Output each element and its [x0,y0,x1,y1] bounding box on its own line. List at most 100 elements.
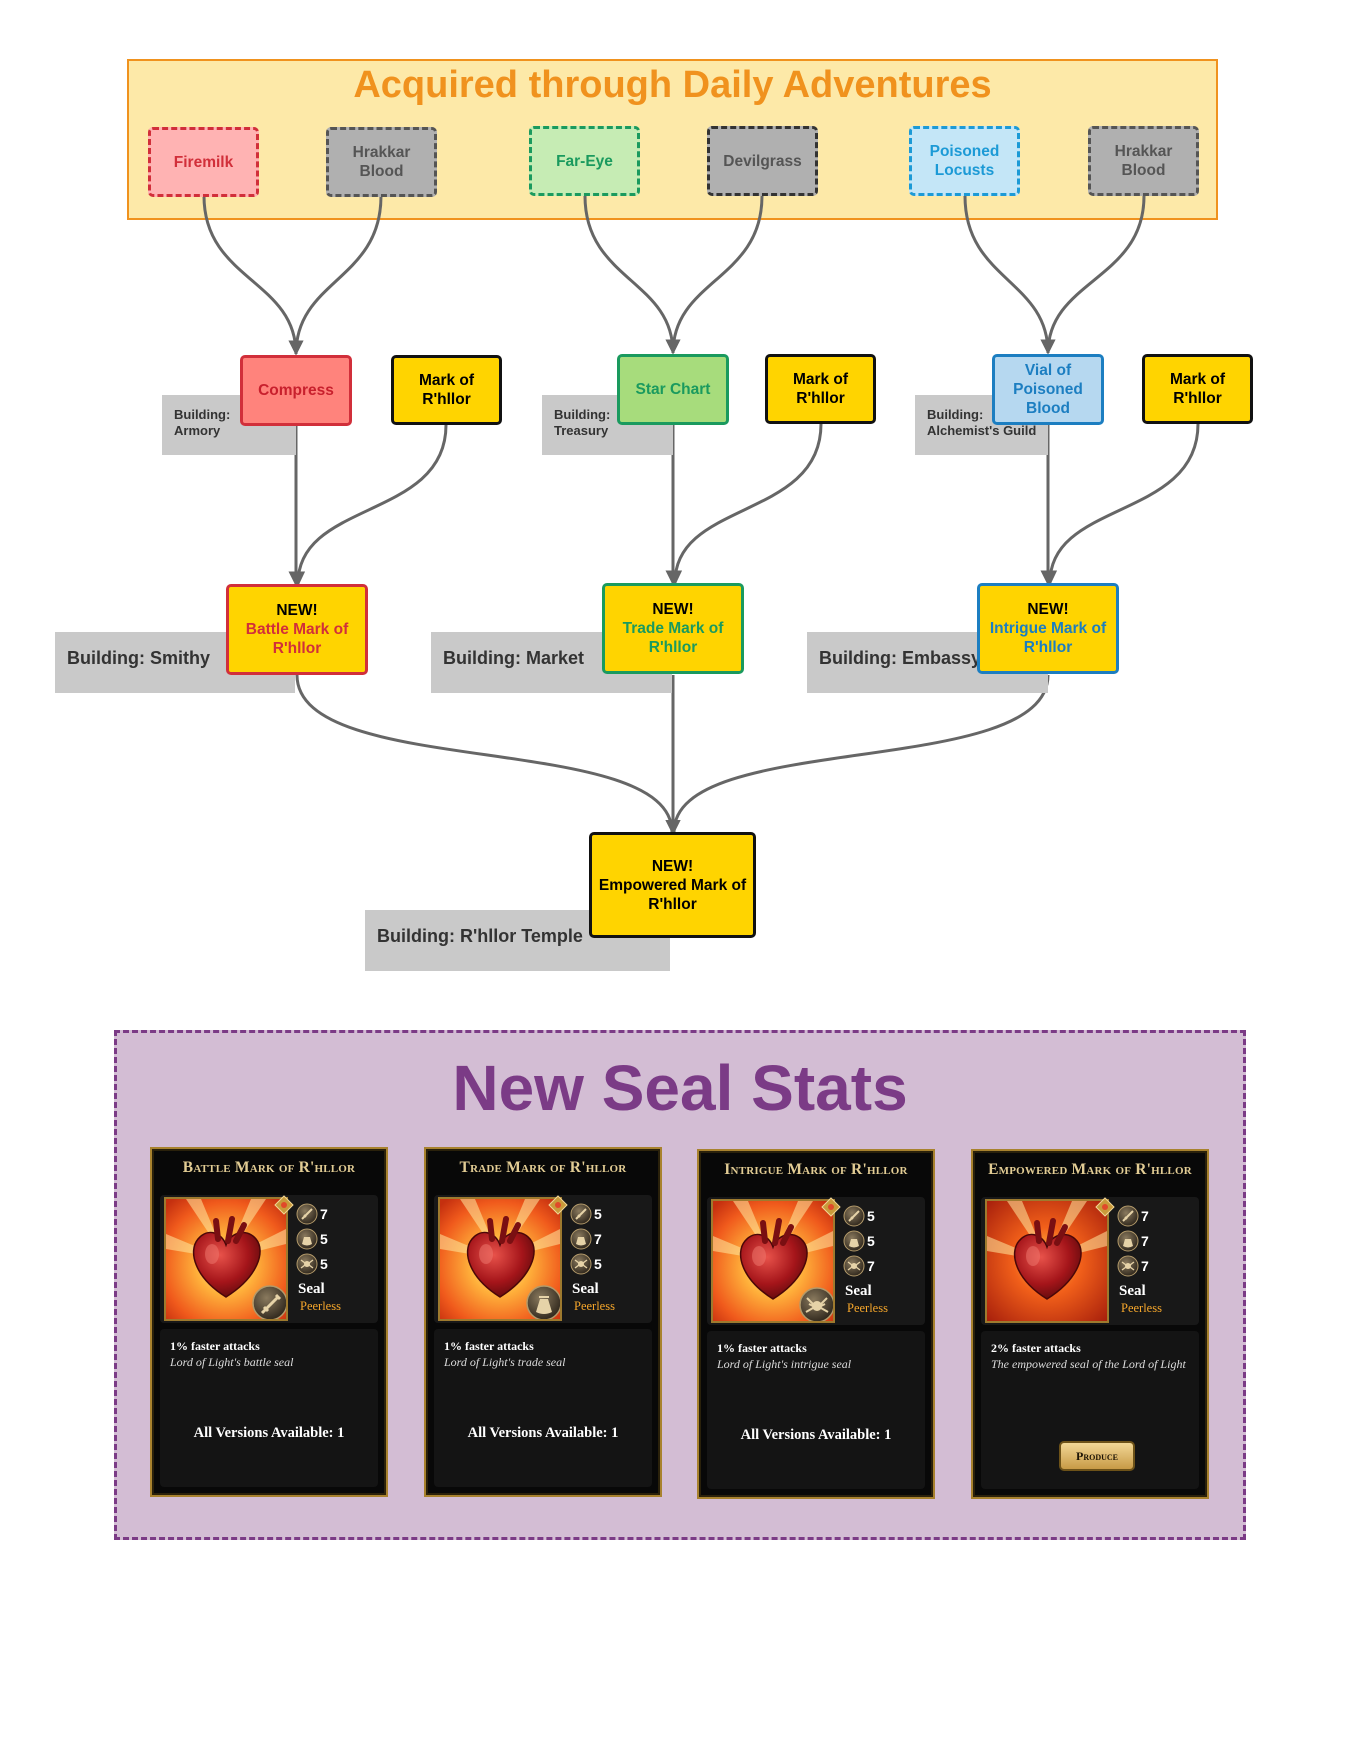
empowered-mark-label: Empowered Mark of R'hllor [598,876,747,913]
stat-value: 7 [1141,1257,1149,1274]
stat-row: 7 [1117,1203,1149,1228]
adventures-banner: Acquired through Daily Adventures [127,59,1218,220]
node-mark-of-rhllor-3: Mark of R'hllor [1142,354,1253,424]
sword-stat-icon [843,1205,865,1226]
stat-value: 7 [1141,1207,1149,1224]
flavor-text: Lord of Light's battle seal [170,1355,294,1369]
arrow-mark2-trade [667,423,823,586]
sword-stat-icon [570,1203,592,1224]
node-vial-of-poisoned-blood: Vial of Poisoned Blood [992,354,1104,425]
card-title: Trade Mark of R'hllor [459,1159,627,1176]
sword-stat-icon [296,1203,318,1224]
card-description-panel: 1% faster attacks Lord of Light's trade … [434,1329,652,1487]
panel-title: New Seal Stats [452,1052,908,1124]
source-poisoned-locusts: Poisoned Locusts [909,126,1020,196]
item-rarity: Peerless [847,1301,888,1315]
item-type: Seal [845,1283,872,1299]
stat-row: 5 [570,1251,602,1276]
stat-row: 7 [843,1253,875,1278]
banner-title: Acquired through Daily Adventures [353,64,992,106]
arrow-locusts-vial [963,195,1056,355]
node-mark-of-rhllor-2: Mark of R'hllor [765,354,876,424]
gem-corner-icon [1095,1197,1115,1217]
card-title: Intrigue Mark of R'hllor [724,1161,908,1178]
stat-row: 5 [843,1203,875,1228]
effect-text: 1% faster attacks [444,1339,534,1353]
node-intrigue-mark: NEW! Intrigue Mark of R'hllor [977,583,1119,674]
arrow-firemilk-compress [202,195,304,356]
spider-stat-icon [296,1253,318,1274]
heart-seal-art [711,1199,835,1323]
new-tag: NEW! [1027,601,1069,618]
stat-value: 5 [867,1207,875,1224]
stat-value: 7 [867,1257,875,1274]
arrow-intrigue-empowered [667,674,1050,834]
card-title: Battle Mark of R'hllor [182,1159,356,1176]
item-type: Seal [572,1281,599,1297]
new-tag: NEW! [651,857,694,875]
stat-value: 5 [320,1255,328,1272]
arrow-hrakkar2-vial [1040,195,1146,355]
arrow-mark3-intrigue [1042,423,1200,586]
node-battle-mark: NEW! Battle Mark of R'hllor [226,584,368,675]
arrow-mark1-battle [290,424,448,587]
new-tag: NEW! [276,602,318,619]
stat-row: 5 [570,1201,602,1226]
flavor-text: Lord of Light's intrigue seal [717,1357,852,1371]
intrigue-mark-label: Intrigue Mark of R'hllor [989,620,1107,656]
flavor-text: The empowered seal of the Lord of Light [991,1357,1186,1371]
seal-card: Empowered Mark of R'hllor [971,1149,1209,1499]
stats-list: 7 5 5 [296,1201,328,1276]
heart-seal-art [164,1197,288,1321]
stat-value: 7 [320,1205,328,1222]
card-description-panel: 2% faster attacks The empowered seal of … [981,1331,1199,1489]
stat-row: 5 [843,1228,875,1253]
source-far-eye: Far-Eye [529,126,640,196]
item-type: Seal [1119,1283,1146,1299]
source-hrakkar-blood: Hrakkar Blood [326,127,437,197]
coin-stat-icon [843,1230,865,1251]
source-devilgrass: Devilgrass [707,126,818,196]
heart-icon [987,1201,1107,1321]
node-trade-mark: NEW! Trade Mark of R'hllor [602,583,744,674]
heart-seal-art [438,1197,562,1321]
stat-row: 7 [1117,1228,1149,1253]
arrow-hrakkar1-compress [288,195,383,356]
gem-corner-icon [548,1195,568,1215]
stat-value: 5 [594,1255,602,1272]
card-description-panel: 1% faster attacks Lord of Light's battle… [160,1329,378,1487]
item-type: Seal [298,1281,325,1297]
heart-seal-art [985,1199,1109,1323]
stat-row: 7 [1117,1253,1149,1278]
coin-bag-icon [526,1285,560,1319]
node-mark-of-rhllor-1: Mark of R'hllor [391,355,502,425]
spider-icon [799,1287,833,1321]
flavor-text: Lord of Light's trade seal [444,1355,566,1369]
stat-row: 7 [296,1201,328,1226]
source-firemilk: Firemilk [148,127,259,197]
effect-text: 2% faster attacks [991,1341,1081,1355]
item-rarity: Peerless [300,1299,341,1313]
flow-arrows [202,195,1200,834]
stat-row: 5 [296,1251,328,1276]
node-compress: Compress [240,355,352,426]
coin-stat-icon [1117,1230,1139,1251]
versions-available: All Versions Available: 1 [193,1425,345,1441]
stats-list: 5 5 7 [843,1203,875,1278]
battle-mark-label: Battle Mark of R'hllor [245,621,349,657]
card-header-panel: 7 5 5 Seal Peerless [160,1195,378,1323]
node-star-chart: Star Chart [617,354,729,425]
gem-corner-icon [821,1197,841,1217]
card-header-panel: 7 7 7 Seal Peerless [981,1197,1199,1325]
stat-value: 5 [320,1230,328,1247]
sword-stat-icon [1117,1205,1139,1226]
produce-button[interactable]: Produce [1059,1441,1135,1471]
seal-card: Trade Mark of R'hllor [424,1147,662,1497]
gem-corner-icon [274,1195,294,1215]
arrow-fareye-starchart [583,195,681,355]
stat-row: 5 [296,1226,328,1251]
coin-stat-icon [296,1228,318,1249]
spider-stat-icon [1117,1255,1139,1276]
coin-stat-icon [570,1228,592,1249]
card-description-panel: 1% faster attacks Lord of Light's intrig… [707,1331,925,1489]
